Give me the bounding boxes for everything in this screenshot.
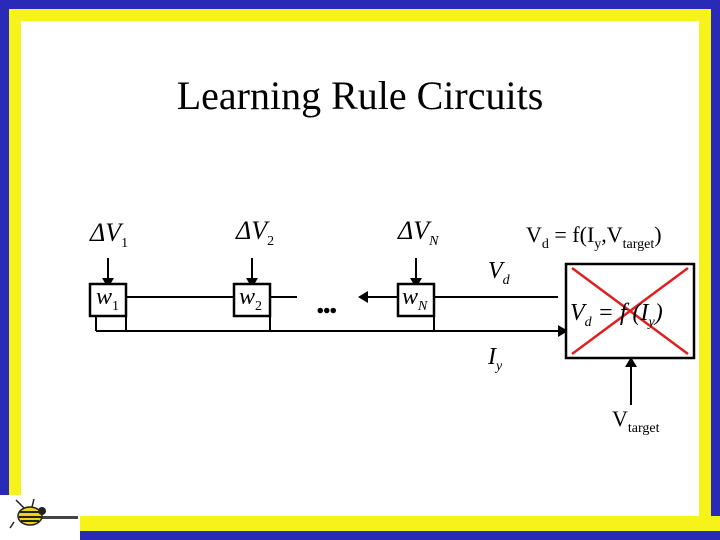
delta-v-1-label: ΔV1 — [90, 218, 129, 251]
weight-box-2 — [232, 282, 272, 318]
weight-1-label: w1 — [96, 284, 120, 314]
iy-label: Iy — [488, 344, 503, 374]
slide-title: Learning Rule Circuits — [176, 73, 544, 118]
cross-out-mark — [571, 266, 689, 356]
weight-n-label: wN — [402, 284, 428, 314]
frame-bottom-band — [80, 516, 720, 531]
delta-v-n-label: ΔVN — [398, 216, 439, 249]
weight-2-label: w2 — [239, 284, 263, 314]
vd-label: Vd — [488, 258, 510, 288]
weight-box-1 — [88, 282, 128, 318]
learning-rule-equation: Vd = f(Iy,Vtarget) — [526, 222, 662, 252]
vtarget-label: Vtarget — [612, 406, 660, 436]
hornet-logo-icon — [9, 498, 78, 529]
box-formula: Vd = f (Iy) — [570, 300, 663, 330]
weight-box-n — [396, 282, 436, 318]
ellipsis: ... — [316, 284, 337, 321]
frame-bottom-edge — [80, 531, 720, 540]
delta-v-2-label: ΔV2 — [236, 216, 275, 249]
